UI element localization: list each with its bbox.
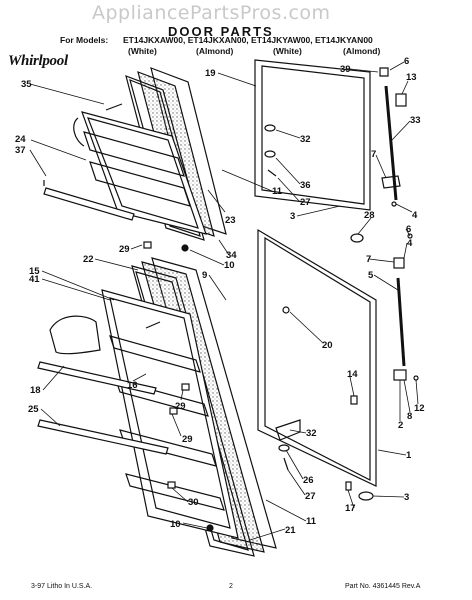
callout-12: 12	[414, 403, 425, 414]
callout-17: 17	[345, 503, 356, 514]
callout-2: 2	[398, 420, 403, 431]
callout-4-top: 4	[412, 210, 418, 221]
brand-logo: Whirlpool	[8, 53, 68, 69]
callout-26: 26	[303, 475, 314, 486]
model-color-2: (Almond)	[196, 46, 234, 56]
freezer-door-parts	[43, 67, 227, 252]
refrigerator-outer-door	[257, 228, 377, 487]
callout-27-top: 27	[300, 197, 311, 208]
callout-37: 37	[15, 145, 26, 156]
model-color-3: (White)	[273, 46, 302, 56]
callout-34: 34	[226, 250, 237, 261]
callout-9: 9	[202, 270, 207, 281]
callout-1: 1	[406, 450, 412, 461]
callout-27-bottom: 27	[305, 491, 316, 502]
callout-6-top: 6	[404, 56, 409, 67]
door-rack-bar	[37, 361, 157, 395]
hinge-and-frame-parts	[254, 59, 419, 501]
callout-29-mid: 29	[175, 401, 186, 412]
callout-19: 19	[205, 68, 216, 79]
callout-7-top: 7	[371, 149, 376, 160]
callout-32-bottom: 32	[306, 428, 317, 439]
callout-20: 20	[322, 340, 333, 351]
leader-lines	[29, 61, 419, 541]
freezer-outer-door	[254, 59, 371, 211]
callout-32-top: 32	[300, 134, 311, 145]
callout-33: 33	[410, 115, 421, 126]
callout-29-lower: 29	[182, 434, 193, 445]
callout-30: 30	[188, 497, 199, 508]
model-color-1: (White)	[128, 46, 157, 56]
freezer-shelf	[83, 131, 185, 177]
callout-25: 25	[28, 404, 39, 415]
freezer-door-rack	[43, 187, 135, 221]
callout-18: 18	[30, 385, 41, 396]
callout-5: 5	[368, 270, 374, 281]
footer-part-number: Part No. 4361445 Rev.A	[345, 583, 421, 590]
models-list: ET14JKXAW00, ET14JKXAN00, ET14JKYAW00, E…	[123, 35, 373, 45]
callout-28: 28	[364, 210, 375, 221]
callout-7-mid: 7	[366, 254, 371, 265]
callout-6-mid: 6	[406, 224, 411, 235]
callout-36: 36	[300, 180, 311, 191]
model-color-4: (Almond)	[343, 46, 381, 56]
dairy-door	[49, 315, 101, 355]
callout-13: 13	[406, 72, 417, 83]
callout-21: 21	[285, 525, 296, 536]
callout-23: 23	[225, 215, 236, 226]
callout-39: 39	[340, 64, 351, 75]
callout-15: 15	[29, 266, 40, 277]
callout-11-top: 11	[272, 186, 283, 197]
callout-3-bottom: 3	[404, 492, 409, 503]
callout-22: 22	[83, 254, 94, 265]
callout-11-bottom: 11	[306, 516, 317, 527]
watermark: AppliancePartsPros.com	[92, 2, 331, 24]
callout-24: 24	[15, 134, 26, 145]
footer-page-number: 2	[229, 583, 233, 590]
door-shelf	[109, 335, 201, 373]
center-hinge	[396, 277, 406, 367]
callout-10-top: 10	[224, 260, 235, 271]
callout-10-bottom: 10	[170, 519, 181, 530]
models-label: For Models:	[60, 35, 109, 45]
callout-35: 35	[21, 79, 32, 90]
callouts: 35 24 37 29 22 15 41 18 25 10 16 29 29 3…	[15, 56, 425, 536]
callout-3-top: 3	[290, 211, 295, 222]
callout-29: 29	[119, 244, 130, 255]
freezer-liner	[81, 111, 207, 235]
callout-14: 14	[347, 369, 358, 380]
callout-8: 8	[407, 411, 412, 422]
page-title: DOOR PARTS	[168, 24, 274, 39]
callout-41: 41	[29, 274, 40, 285]
callout-4-mid: 4	[407, 238, 413, 249]
footer-litho: 3-97 Litho In U.S.A.	[31, 583, 93, 590]
callout-16: 16	[127, 380, 138, 391]
top-hinge	[379, 67, 389, 77]
fresh-food-door-parts	[37, 257, 277, 557]
